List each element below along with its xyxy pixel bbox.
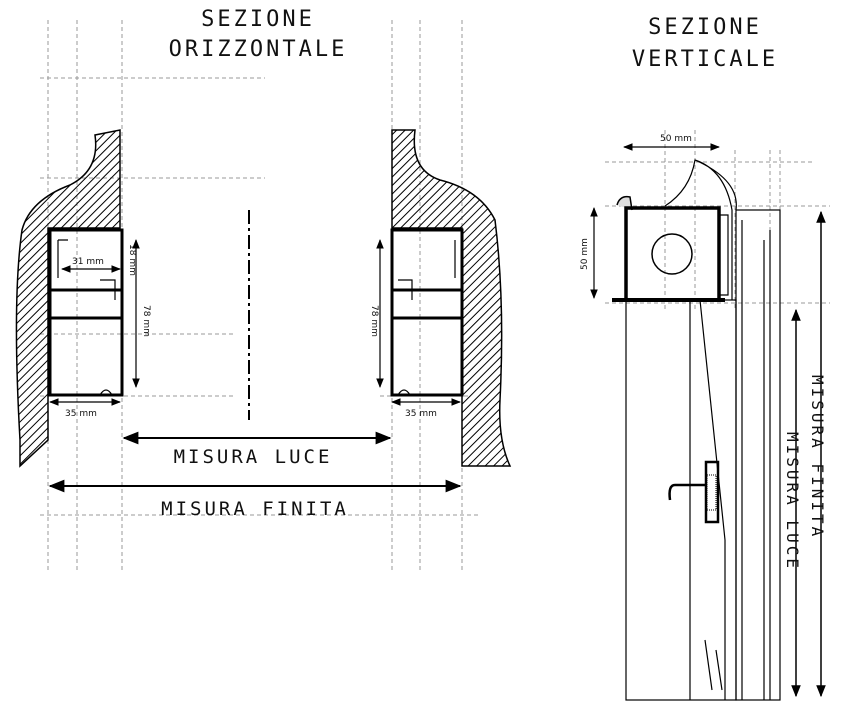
misura-luce-vertical-label: MISURA LUCE [783, 432, 802, 571]
left-frame-profile [48, 228, 124, 397]
handle [668, 460, 720, 524]
right-frame-profile [390, 228, 464, 397]
left-wall-hatch [15, 129, 121, 468]
title-horizontal-line1: SEZIONE [201, 7, 315, 32]
dim-31-label: 31 mm [72, 257, 104, 267]
dim-78-left-label: 78 mm [141, 305, 151, 337]
dim-78-right-label: 78 mm [369, 305, 379, 337]
misura-luce-label: MISURA LUCE [174, 446, 333, 468]
title-vertical-line1: SEZIONE [648, 15, 762, 40]
misura-finita-label: MISURA FINITA [161, 498, 349, 520]
dim-35-left-label: 35 mm [65, 409, 97, 419]
dim-18-label: 18 mm [127, 244, 137, 276]
construction-grid [40, 20, 830, 570]
right-wall-hatch [391, 129, 512, 467]
dim-50-top-label: 50 mm [660, 134, 692, 144]
dim-50-side-label: 50 mm [580, 238, 590, 270]
misura-finita-vertical-label: MISURA FINITA [808, 375, 827, 539]
title-vertical-line2: VERTICALE [632, 47, 778, 72]
window-frame [625, 209, 781, 701]
dim-35-right-label: 35 mm [405, 409, 437, 419]
roller-shaft [651, 233, 693, 275]
title-horizontal-line2: ORIZZONTALE [169, 37, 348, 62]
roller-box [612, 159, 737, 302]
